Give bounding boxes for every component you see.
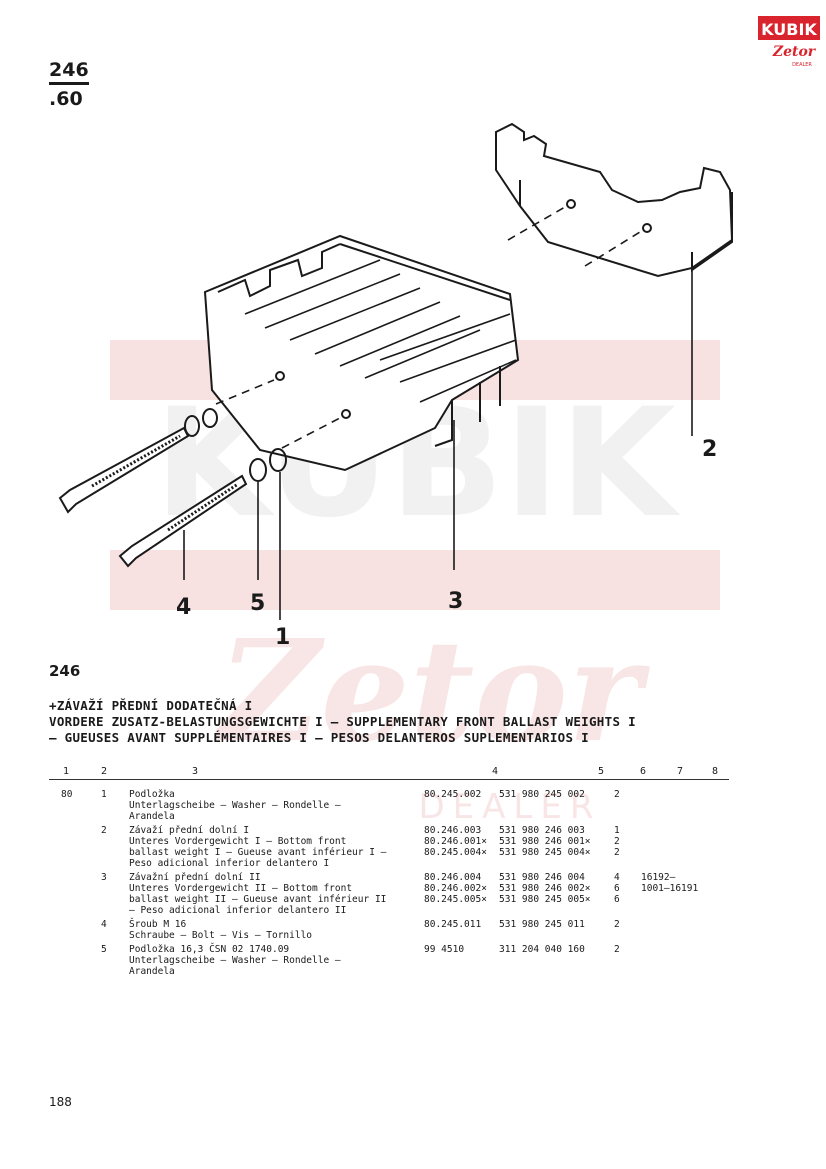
callout-3: 3 xyxy=(448,589,463,614)
col-header-4: 4 xyxy=(492,766,499,777)
row-range: 16192—1001—16191 xyxy=(641,872,699,894)
row-range xyxy=(641,786,741,822)
title-line-3: — GUEUSES AVANT SUPPLÉMENTAIRES I — PESO… xyxy=(49,730,589,745)
row-position: 3 xyxy=(101,872,107,883)
row-range xyxy=(641,916,741,941)
row-quantity: 2 xyxy=(614,789,620,800)
kubik-zetor-logo: KUBIK Zetor DEALER xyxy=(758,16,820,68)
col-header-2: 2 xyxy=(101,766,108,777)
watermark-sub: Zetor xyxy=(213,610,650,774)
col-header-6: 6 xyxy=(640,766,647,777)
row-range xyxy=(641,941,741,977)
section-title: +ZÁVAŽÍ PŘEDNÍ DODATEČNÁ I VORDERE ZUSAT… xyxy=(49,698,636,746)
row-col1: 80 xyxy=(61,789,73,800)
logo-tag: DEALER xyxy=(792,62,812,68)
group-subnumber: .60 xyxy=(49,88,83,110)
col-header-5: 5 xyxy=(598,766,605,777)
row-position: 2 xyxy=(101,825,107,836)
callout-4: 4 xyxy=(176,595,191,620)
group-number: 246 xyxy=(49,60,89,85)
logo-sub: Zetor xyxy=(772,44,817,60)
col-header-3: 3 xyxy=(192,766,199,777)
row-quantity: 2 xyxy=(614,919,620,930)
row-number-b: 531 980 245 002 xyxy=(499,789,585,800)
page-number: 188 xyxy=(49,1095,72,1109)
row-number-b: 531 980 245 011 xyxy=(499,919,585,930)
title-line-2: VORDERE ZUSATZ-BELASTUNGSGEWICHTE I — SU… xyxy=(49,714,636,729)
section-group-number: 246 xyxy=(49,662,81,680)
callout-2: 2 xyxy=(702,437,717,462)
col-header-7: 7 xyxy=(677,766,684,777)
row-range xyxy=(641,822,741,869)
bolts-part-4 xyxy=(58,426,248,580)
row-position: 1 xyxy=(101,789,107,800)
title-line-czech: +ZÁVAŽÍ PŘEDNÍ DODATEČNÁ I xyxy=(49,698,253,713)
weight-plate-part-2 xyxy=(495,122,734,436)
row-position: 5 xyxy=(101,944,107,955)
col-header-8: 8 xyxy=(712,766,719,777)
watermark-tag: DEALER xyxy=(419,787,602,827)
row-number-a: 80.245.011 xyxy=(424,919,482,930)
row-number-a: 80.245.002 xyxy=(424,789,482,800)
col-header-1: 1 xyxy=(63,766,70,777)
callout-5: 5 xyxy=(250,591,265,616)
logo-brand: KUBIK xyxy=(761,20,817,39)
row-number-a: 99 4510 xyxy=(424,944,465,955)
weight-stack-part-3 xyxy=(203,234,520,570)
washers-part-1-5 xyxy=(184,408,287,620)
row-number-b: 311 204 040 160 xyxy=(499,944,585,955)
group-number-header: 246 .60 xyxy=(49,60,89,109)
callout-1: 1 xyxy=(275,625,290,650)
exploded-parts-drawing: 2 3 4 5 1 xyxy=(58,122,734,650)
header-rule xyxy=(49,779,729,780)
row-position: 4 xyxy=(101,919,107,930)
row-quantity: 2 xyxy=(614,944,620,955)
